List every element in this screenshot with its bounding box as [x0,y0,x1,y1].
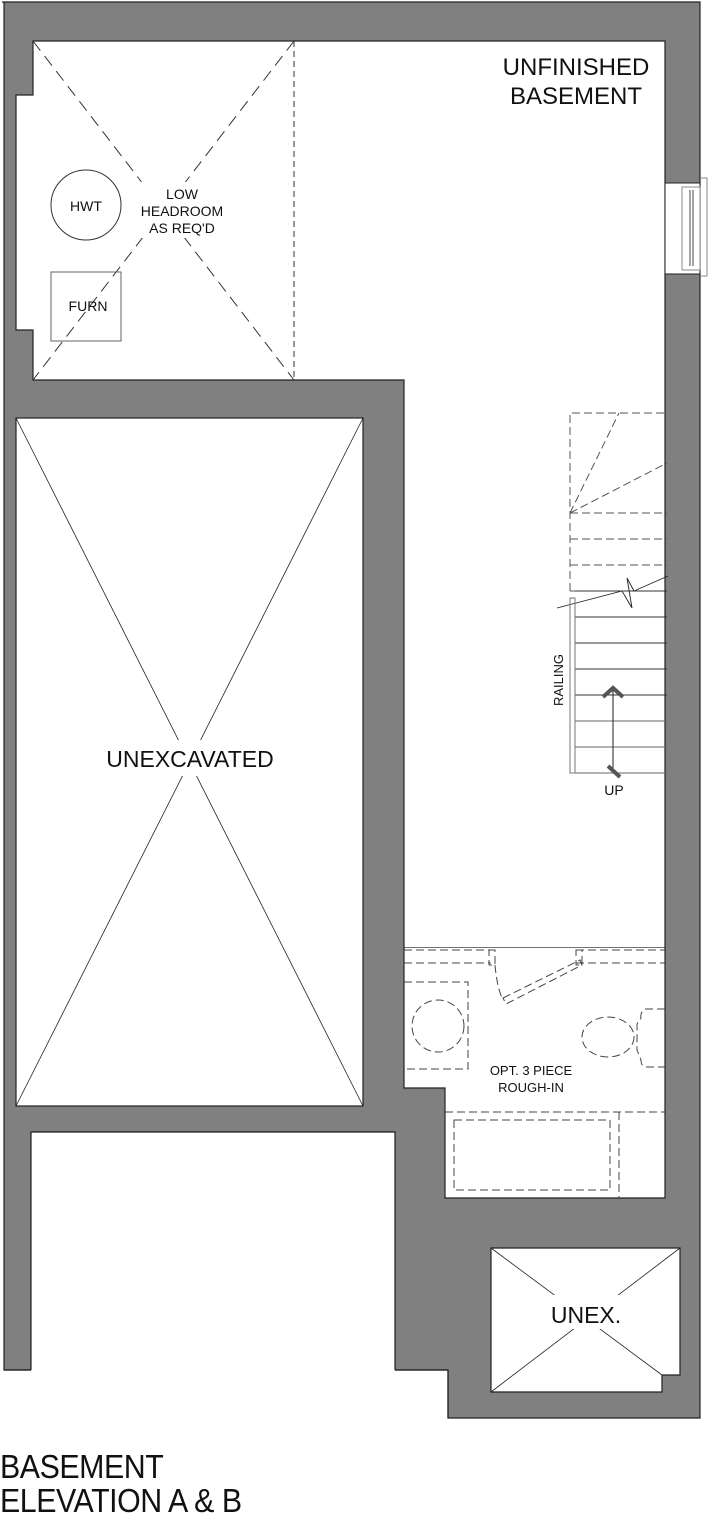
plan-title-line-1: BASEMENT [0,1448,164,1485]
railing [569,597,576,774]
floor-plan: UNFINISHED BASEMENT LOW HEADROOM AS REQ'… [2,1,708,1419]
railing-label: RAILING [551,654,566,706]
bottom-left-open-area [31,1132,395,1372]
furnace-label: FURN [69,298,108,314]
plan-title-line-2: ELEVATION A & B [0,1482,242,1519]
unexcavated-label: UNEXCAVATED [106,746,273,772]
stair-direction-arrow [601,685,625,699]
unfinished-basement-label: UNFINISHED [503,54,650,81]
furnace [50,271,122,342]
low-headroom-label-2: HEADROOM [141,203,223,219]
hot-water-tank [50,169,122,241]
bathroom-rough-in [404,949,665,1198]
bathroom-label: OPT. 3 PIECE [490,1063,573,1078]
plan-title: BASEMENT ELEVATION A & B [0,1450,242,1518]
unex-small-label: UNEX. [551,1302,621,1328]
bathroom-floor [404,948,665,1198]
staircase [556,412,669,779]
window [664,177,708,277]
up-label: UP [604,782,623,798]
hwt-label: HWT [70,198,102,214]
low-headroom-label-3: AS REQ'D [149,220,215,236]
bathroom-label-2: ROUGH-IN [498,1080,564,1095]
unfinished-basement-label-2: BASEMENT [510,83,642,110]
low-headroom-label: LOW [166,186,199,202]
